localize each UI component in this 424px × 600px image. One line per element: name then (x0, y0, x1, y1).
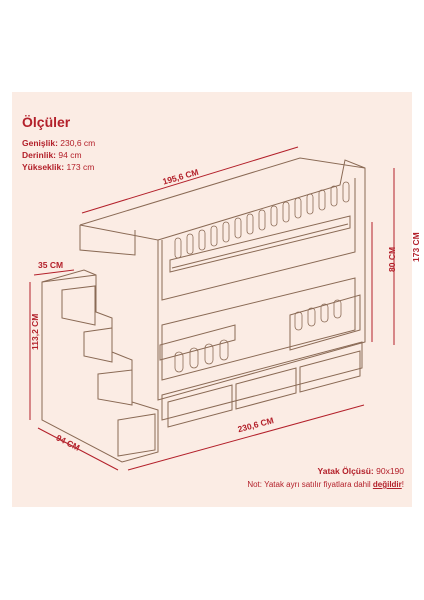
spec-value: 94 cm (58, 150, 82, 160)
note-suffix: ! (401, 480, 404, 489)
stair-door-3 (97, 369, 133, 406)
lower-guard-left (159, 324, 236, 361)
dim-line-total-width (127, 404, 365, 471)
bed-size-label: Yatak Ölçüsü: (317, 466, 374, 476)
spec-label: Derinlik: (22, 150, 57, 160)
dim-stairs-height: 113,2 CM (30, 314, 40, 350)
bed-size-line: Yatak Ölçüsü: 90x190 (318, 466, 404, 476)
bed-size-value: 90x190 (376, 466, 404, 476)
note-line: Not: Yatak ayrı satılır fiyatlara dahil … (247, 480, 404, 489)
spec-label: Yükseklik: (22, 162, 65, 172)
dim-line-step-depth (33, 269, 75, 276)
stair-door-2 (83, 327, 113, 363)
spec-depth: Derinlik: 94 cm (22, 149, 95, 161)
guard-slot-top (169, 215, 351, 273)
drawer-2 (235, 367, 297, 410)
spec-width: Genişlik: 230,6 cm (22, 137, 95, 149)
guard-slot-line (171, 223, 349, 269)
spec-list: Genişlik: 230,6 cm Derinlik: 94 cm Yükse… (22, 137, 95, 173)
front-guard-outer (161, 178, 356, 301)
lower-frame (161, 277, 356, 381)
stair-door-1 (61, 285, 96, 326)
drawer-base (161, 341, 363, 421)
note-negation: değildir (372, 480, 402, 489)
dim-step-depth: 35 CM (38, 260, 63, 270)
dim-top-width: 195,6 CM (161, 167, 199, 187)
stair-door-4 (117, 413, 156, 457)
drawer-1 (167, 384, 233, 428)
dim-bottom-depth: 94 CM (55, 433, 82, 453)
spec-value: 173 cm (66, 162, 95, 172)
back-rail (79, 225, 136, 256)
drawer-3 (299, 350, 361, 393)
dim-line-bottom-depth (37, 427, 119, 471)
spec-value: 230,6 cm (60, 138, 96, 148)
page-title: Ölçüler (22, 114, 71, 130)
rail-arches (174, 181, 350, 373)
dim-upper-height: 80 CM (387, 247, 397, 272)
dim-total-height: 173 CM (411, 232, 421, 262)
front-top-rail (157, 159, 366, 241)
note-text: Not: Yatak ayrı satılır fiyatlara dahil (247, 480, 373, 489)
spec-label: Genişlik: (22, 138, 58, 148)
stair-top-edge (41, 274, 97, 283)
spec-height: Yükseklik: 173 cm (22, 161, 95, 173)
dim-line-top-width (81, 146, 299, 214)
upper-frame (79, 157, 366, 401)
lower-guard-right (289, 294, 361, 351)
